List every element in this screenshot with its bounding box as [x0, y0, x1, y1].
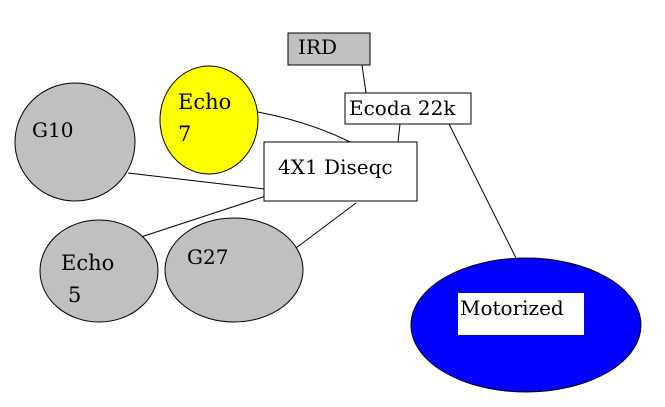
connector-g10-diseqc	[127, 172, 266, 190]
g27-ellipse	[164, 217, 304, 323]
motorized-label-box	[458, 293, 584, 335]
echo7-label-line2: 7	[178, 122, 191, 146]
diseqc-label: 4X1 Diseqc	[278, 155, 393, 179]
ird-box	[287, 32, 371, 66]
node-diseqc: 4X1 Diseqc	[263, 141, 418, 202]
echo5-label-line1: Echo	[61, 251, 114, 275]
ecoda-box	[344, 92, 472, 125]
connector-echo5-diseqc	[137, 192, 276, 239]
connector-g27-diseqc	[295, 202, 357, 249]
motorized-label: Motorized	[460, 296, 564, 320]
ecoda-label: Ecoda 22k	[349, 96, 456, 120]
connector-ecoda-diseqc	[397, 123, 401, 143]
connection-lines	[127, 64, 518, 261]
node-echo7: Echo 7	[159, 65, 259, 175]
g10-ellipse	[14, 82, 136, 202]
g27-label: G27	[187, 245, 228, 269]
echo5-ellipse	[39, 219, 159, 323]
echo7-ellipse	[159, 65, 259, 175]
echo7-label-line1: Echo	[178, 90, 231, 114]
node-motorized: Motorized	[410, 257, 642, 393]
node-g10: G10	[14, 82, 136, 202]
ird-label: IRD	[298, 35, 337, 59]
node-echo5: Echo 5	[39, 219, 159, 323]
node-ird: IRD	[287, 32, 371, 66]
connector-ird-ecoda	[361, 64, 367, 94]
diseqc-box	[263, 141, 418, 202]
node-g27: G27	[164, 217, 304, 323]
node-ecoda: Ecoda 22k	[344, 92, 472, 125]
connector-echo7-diseqc	[257, 111, 351, 143]
echo5-label-line2: 5	[68, 283, 81, 307]
connector-ecoda-motorized	[448, 123, 518, 261]
g10-label: G10	[32, 118, 73, 142]
